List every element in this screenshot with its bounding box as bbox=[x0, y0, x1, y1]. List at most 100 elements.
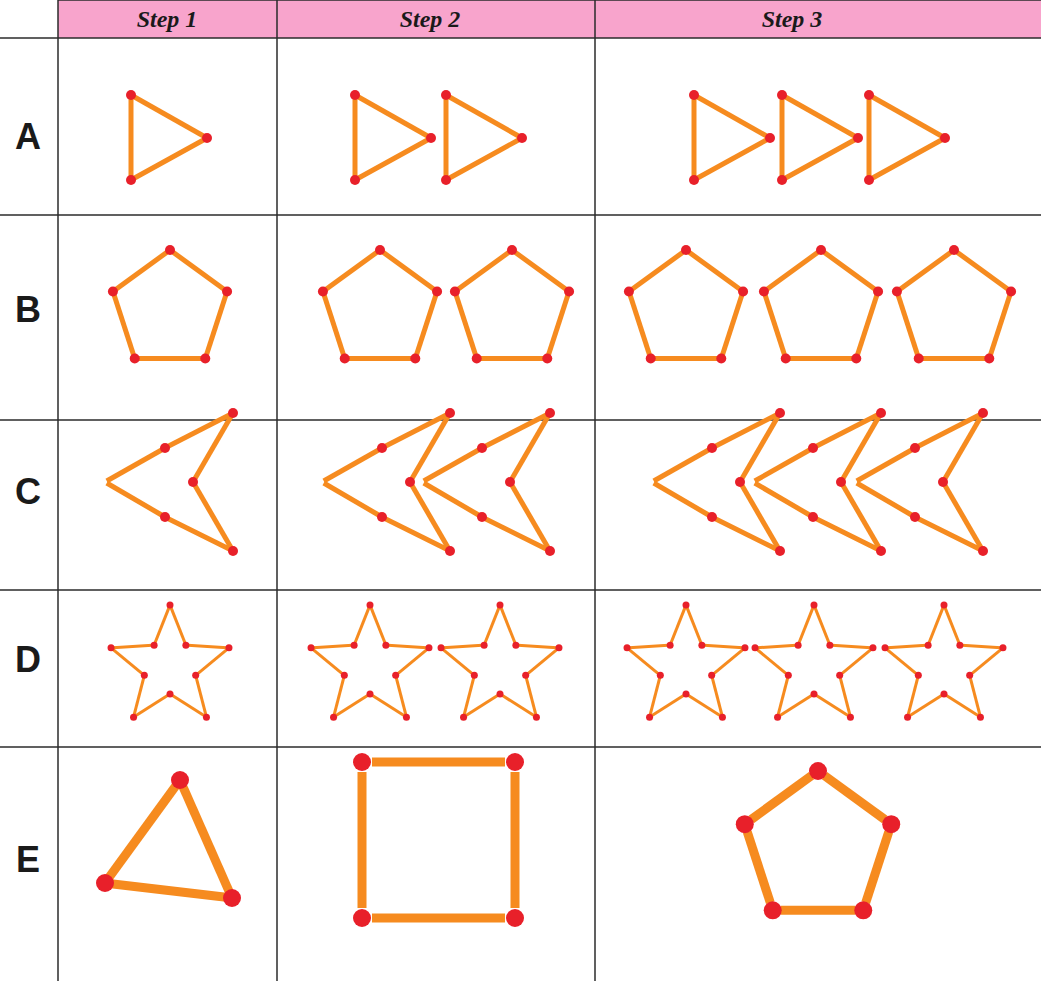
match-head bbox=[781, 354, 791, 364]
matchstick bbox=[196, 677, 206, 715]
matchstick bbox=[832, 645, 871, 647]
matchstick bbox=[651, 695, 684, 716]
matchstick bbox=[456, 294, 476, 355]
matchstick bbox=[867, 97, 872, 178]
row-letter: D bbox=[15, 639, 41, 681]
matchstick-figure bbox=[424, 408, 555, 556]
matchstick bbox=[443, 649, 473, 674]
match-head bbox=[353, 909, 371, 927]
match-head bbox=[811, 602, 818, 609]
match-head bbox=[308, 644, 315, 651]
matchstick bbox=[416, 294, 436, 355]
match-head bbox=[171, 771, 189, 789]
match-head bbox=[853, 133, 863, 143]
matchstick bbox=[113, 645, 152, 647]
match-head bbox=[777, 90, 787, 100]
match-head bbox=[956, 642, 963, 649]
matchstick bbox=[784, 139, 856, 179]
row-letter: E bbox=[16, 839, 40, 881]
matchstick-figure bbox=[624, 602, 749, 721]
match-head bbox=[545, 408, 555, 418]
matchstick bbox=[898, 294, 918, 355]
grid-line bbox=[0, 214, 1041, 216]
matchstick bbox=[206, 294, 226, 355]
matchstick bbox=[929, 607, 943, 643]
match-head bbox=[330, 714, 337, 721]
match-head bbox=[765, 133, 775, 143]
matchstick bbox=[971, 649, 1001, 674]
matchstick bbox=[133, 139, 205, 179]
matchstick bbox=[629, 645, 668, 647]
grid-line bbox=[0, 419, 1041, 421]
matchstick bbox=[696, 139, 768, 179]
matchstick bbox=[358, 772, 367, 908]
match-head bbox=[646, 714, 653, 721]
matchstick bbox=[129, 97, 134, 178]
matchstick bbox=[324, 449, 381, 481]
match-head bbox=[869, 644, 876, 651]
match-head bbox=[108, 644, 115, 651]
matchstick bbox=[713, 649, 743, 674]
match-head bbox=[826, 642, 833, 649]
matchstick bbox=[182, 785, 229, 892]
matchstick bbox=[922, 356, 987, 361]
match-head bbox=[624, 644, 631, 651]
matchstick bbox=[945, 607, 959, 643]
matchstick bbox=[527, 649, 557, 674]
matchstick-figure bbox=[318, 245, 442, 364]
matchstick bbox=[857, 294, 877, 355]
matchstick-figure bbox=[736, 762, 900, 919]
match-head bbox=[836, 672, 843, 679]
matchstick bbox=[464, 677, 474, 715]
matchstick bbox=[871, 96, 944, 137]
match-head bbox=[738, 286, 748, 296]
grid-line bbox=[0, 589, 1041, 591]
match-head bbox=[775, 546, 785, 556]
matchstick bbox=[778, 677, 788, 715]
matchstick bbox=[325, 252, 377, 290]
match-head bbox=[405, 477, 415, 487]
row-letter: C bbox=[15, 471, 41, 513]
matchstick bbox=[704, 645, 743, 647]
matchstick bbox=[382, 252, 434, 290]
match-head bbox=[624, 286, 634, 296]
match-head bbox=[716, 354, 726, 364]
matchstick bbox=[909, 695, 942, 716]
match-head bbox=[808, 512, 818, 522]
match-head bbox=[141, 672, 148, 679]
matchstick bbox=[990, 294, 1010, 355]
match-head bbox=[864, 175, 874, 185]
match-head bbox=[425, 644, 432, 651]
step-heading: Step 1 bbox=[137, 6, 198, 33]
matchstick bbox=[755, 483, 812, 516]
matchstick bbox=[526, 677, 536, 715]
match-head bbox=[966, 672, 973, 679]
matchstick bbox=[444, 97, 449, 178]
match-head bbox=[126, 175, 136, 185]
match-head bbox=[130, 354, 140, 364]
matchstick bbox=[194, 415, 232, 481]
match-head bbox=[752, 644, 759, 651]
match-head bbox=[719, 714, 726, 721]
matchstick-figure bbox=[882, 602, 1007, 721]
matchstick bbox=[371, 607, 385, 643]
match-head bbox=[228, 408, 238, 418]
matchstick-figure bbox=[96, 771, 241, 907]
matchstick bbox=[816, 695, 849, 716]
matchstick bbox=[962, 645, 1001, 647]
match-head bbox=[775, 408, 785, 418]
match-head bbox=[410, 354, 420, 364]
matchstick bbox=[766, 252, 818, 290]
match-head bbox=[392, 672, 399, 679]
matchstick bbox=[457, 252, 509, 290]
row-letter: A bbox=[15, 116, 41, 158]
matchstick bbox=[357, 96, 430, 137]
matchstick bbox=[871, 139, 943, 179]
match-head bbox=[914, 354, 924, 364]
match-head bbox=[811, 691, 818, 698]
match-head bbox=[192, 672, 199, 679]
match-head bbox=[367, 602, 374, 609]
match-head bbox=[367, 691, 374, 698]
matchstick bbox=[899, 252, 951, 290]
match-head bbox=[182, 642, 189, 649]
